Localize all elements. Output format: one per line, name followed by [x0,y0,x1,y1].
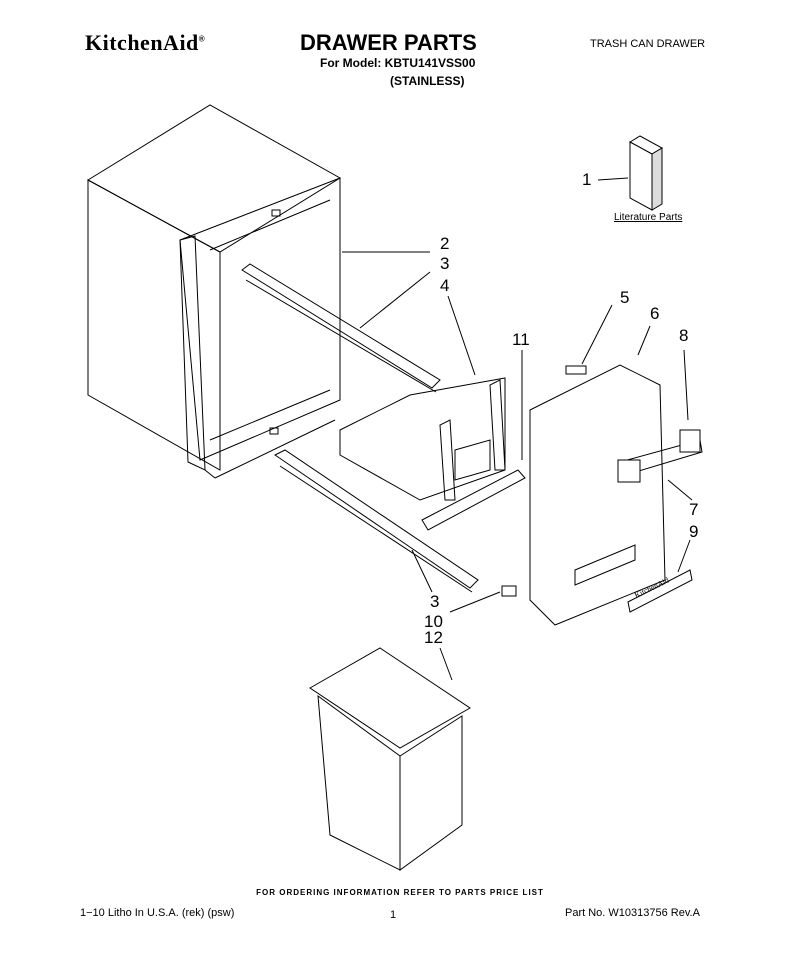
drawer-front [529,364,666,626]
bumper [565,365,587,375]
callout-3-upper: 3 [440,254,450,273]
callout-9: 9 [689,522,699,541]
nameplate-badge [627,569,693,613]
literature-part [628,135,664,211]
clip [501,585,517,597]
leader-lines [342,177,693,681]
model-line: For Model: KBTU141VSS00 [320,56,476,70]
callout-6: 6 [650,304,660,323]
callout-4: 4 [440,276,450,295]
callout-1: 1 [582,170,592,189]
ordering-note: FOR ORDERING INFORMATION REFER TO PARTS … [256,888,544,897]
cabinet-frame [87,104,341,479]
slide-rail-lower [274,449,479,593]
page-title: DRAWER PARTS [300,30,477,55]
callout-2: 2 [440,234,450,253]
trash-bin [309,647,471,871]
litho-text: 1−10 Litho In U.S.A. (rek) (psw) [80,907,235,919]
literature-parts-label: Literature Parts [614,212,683,223]
callout-11: 11 [512,330,530,349]
part-number: Part No. W10313756 Rev.A [565,907,700,919]
variant-label: (STAINLESS) [390,74,465,88]
drawer-bracket [339,377,506,501]
callout-5: 5 [620,288,630,307]
callout-7: 7 [689,500,699,519]
callout-3-lower: 3 [430,592,440,611]
cross-bar [421,469,526,531]
callout-10: 10 [424,612,443,631]
callout-8: 8 [679,326,689,345]
page-number: 1 [390,909,397,921]
brand-logo: KitchenAid® [85,30,206,55]
slide-rail-upper [241,263,441,393]
handle [617,429,703,483]
section-label: TRASH CAN DRAWER [590,38,706,50]
callout-12: 12 [424,628,443,647]
